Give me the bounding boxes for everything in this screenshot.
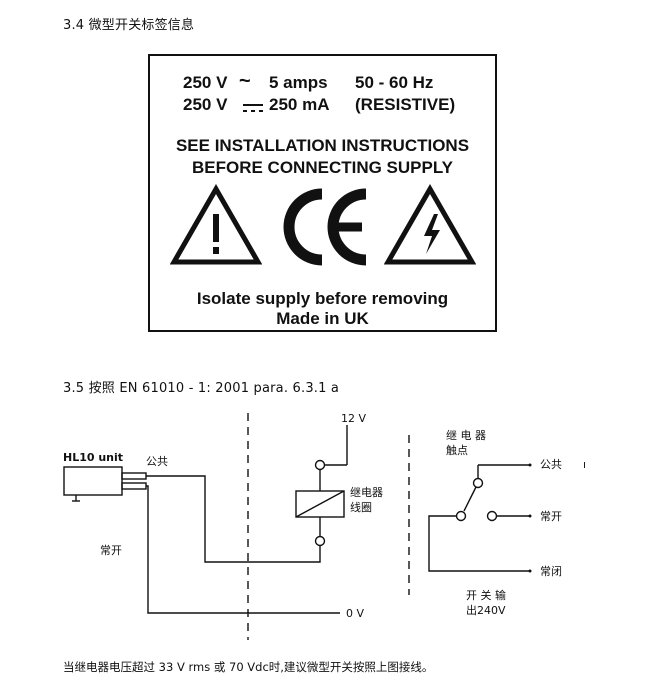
coil-terminal-top [314,459,326,471]
switch-output-label-2: 出240V [466,603,506,617]
wiring-diagram: HL10 unit 公共 常开 12 V 0 V 继电器 线圈 继 电 器 触点… [63,412,586,640]
relay-contacts-label-1: 继 电 器 [446,429,486,442]
common-wire [146,475,321,563]
ce-mark-icon: CE [278,184,367,266]
dc-symbol-icon [243,104,263,112]
dc-voltage: 250 V [183,95,228,114]
ac-frequency: 50 - 60 Hz [355,73,434,92]
common-right-label: 公共 [540,458,562,471]
normally-open-right-label: 常开 [540,510,562,523]
zero-v-label: 0 V [346,607,364,620]
relay-coil-label-2: 线圈 [350,500,372,514]
dc-note: (RESISTIVE) [355,95,456,114]
supply-12v-label: 12 V [341,412,366,425]
unit-cable-lower [121,482,147,490]
footer-line-1: Isolate supply before removing [196,289,449,308]
footer-line-2: Made in UK [276,309,369,328]
switch-output-label-1: 开 关 输 [466,588,506,602]
contact-arm [463,486,477,512]
relay-contacts-label-2: 触点 [446,443,468,457]
normally-open-wire [146,485,340,614]
ac-current: 5 amps [269,73,328,92]
relay-coil-label-1: 继电器 [350,486,383,499]
common-left-label: 公共 [146,455,168,468]
normally-closed-right-label: 常闭 [540,565,562,578]
switch-label: 250 V ~ 5 amps 50 - 60 Hz 250 V 250 mA (… [148,54,497,332]
warning-line-1: SEE INSTALLATION INSTRUCTIONS [175,136,470,155]
hl10-unit-label: HL10 unit [63,451,123,464]
unit-cable-upper [121,472,147,480]
warning-line-2: BEFORE CONNECTING SUPPLY [191,158,454,177]
contact-nc-terminal [455,510,467,522]
coil-terminal-bottom [314,535,326,547]
normally-open-left-label: 常开 [100,544,122,557]
footnote: 当继电器电压超过 33 V rms 或 70 Vdc时,建议微型开关按照上图接线… [63,660,434,674]
contact-no-terminal [486,510,498,522]
ce-mark-text: CE [278,184,280,185]
caution-triangle-icon [170,184,262,265]
dc-current: 250 mA [269,95,330,114]
ac-voltage: 250 V [183,73,228,92]
section-3-4-heading: 3.4 微型开关标签信息 [63,18,195,33]
section-3-5-heading: 3.5 按照 EN 61010 - 1: 2001 para. 6.3.1 a [63,381,340,396]
contact-common-terminal [472,477,484,489]
hl10-unit-box [63,466,123,496]
high-voltage-triangle-icon [384,184,476,265]
ac-symbol: ~ [239,70,251,92]
contact-nc-wire [428,515,530,572]
relay-coil-slash [295,490,345,518]
stray-mark: ı [583,458,586,471]
